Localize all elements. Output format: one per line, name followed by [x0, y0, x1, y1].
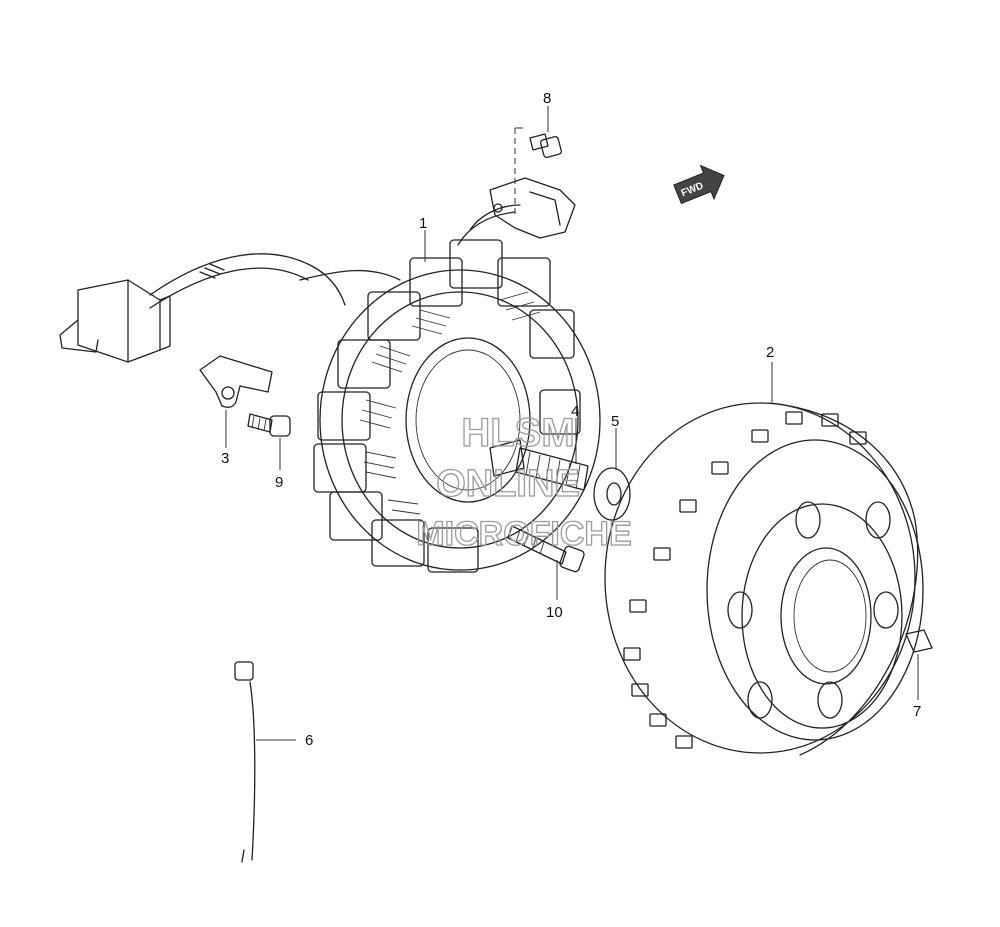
stator: [313, 239, 601, 573]
flywheel-rotor: [604, 402, 924, 756]
callout-1: 1: [419, 215, 427, 232]
watermark: HLSM ONLINE MICROFICHE: [416, 410, 633, 553]
bolt-10: [507, 525, 585, 573]
watermark-line1: HLSM: [461, 411, 574, 455]
callout-10: 10: [546, 604, 563, 621]
callout-6: 6: [305, 732, 313, 749]
callout-4: 4: [571, 403, 579, 420]
callout-9: 9: [275, 474, 283, 491]
watermark-line2: ONLINE: [436, 463, 580, 505]
callout-2: 2: [766, 344, 774, 361]
callout-8: 8: [543, 90, 551, 107]
bolt-4: [515, 447, 589, 491]
callout-7: 7: [913, 703, 921, 720]
clamp-bracket: [199, 355, 273, 408]
callout-3: 3: [221, 450, 229, 467]
washer-5: [593, 467, 631, 521]
bolt-8: [529, 133, 562, 158]
woodruff-key-7: [905, 629, 933, 653]
callout-5: 5: [611, 413, 619, 430]
watermark-line3: MICROFICHE: [416, 515, 631, 553]
cable-clamp-6: [234, 661, 256, 863]
harness-connector: [59, 279, 171, 363]
fwd-arrow-icon: FWD: [673, 164, 725, 205]
screw-9: [247, 413, 291, 437]
pickup-sensor: [489, 177, 576, 239]
